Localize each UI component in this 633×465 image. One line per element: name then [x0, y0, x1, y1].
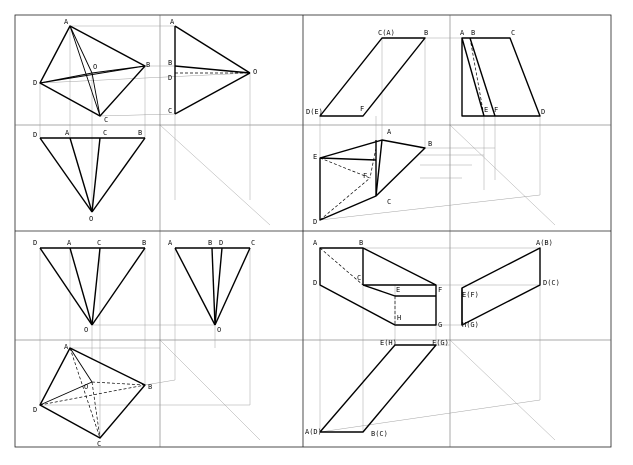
- label-ef-side: E(F): [462, 291, 479, 299]
- label-c-front: C: [103, 129, 107, 137]
- label-o-front: O: [84, 326, 88, 334]
- label-a-side: A: [170, 18, 175, 26]
- label-o-side: O: [217, 326, 221, 334]
- label-b-front: B: [138, 129, 142, 137]
- label-d-front: D: [33, 131, 37, 139]
- label-f-front: F: [360, 105, 364, 113]
- label-b-side: B: [208, 239, 212, 247]
- label-de-front: D(E): [306, 108, 323, 116]
- label-a-side: A: [168, 239, 173, 247]
- label-c-side: C: [511, 29, 515, 37]
- label-hg-side: H(G): [462, 321, 479, 329]
- label-d-top: D: [33, 406, 37, 414]
- panel-1: A A O B B D D O C C D A C B O: [15, 15, 303, 231]
- label-d-top: D: [313, 218, 317, 226]
- label-e-top: E: [313, 153, 317, 161]
- label-a-front: A: [313, 239, 318, 247]
- label-o-top: O: [93, 63, 97, 71]
- label-ad-top: A(D): [305, 428, 322, 436]
- label-c-side: C: [251, 239, 255, 247]
- label-b-front: B: [359, 239, 363, 247]
- label-c-top: C: [97, 440, 101, 448]
- label-c-front: C: [357, 274, 361, 282]
- label-b-top: B: [146, 61, 150, 69]
- label-b-front: B: [424, 29, 428, 37]
- label-eh-top: E(H): [380, 339, 397, 347]
- label-a-front: A: [67, 239, 72, 247]
- label-f-front: F: [438, 286, 442, 294]
- label-b-top: B: [148, 383, 152, 391]
- label-ab-side: A(B): [536, 239, 553, 247]
- panel-2: C(A) B A B C D(E) F E F D A B E F C D: [303, 15, 611, 231]
- label-c-top: C: [104, 116, 108, 124]
- label-o-side: O: [253, 68, 257, 76]
- label-a-side: A: [460, 29, 465, 37]
- label-dc-side: D(C): [543, 279, 560, 287]
- label-d-top: D: [33, 79, 37, 87]
- label-e-side: E: [484, 106, 488, 114]
- label-fg-top: F(G): [432, 339, 449, 347]
- label-h-front: H: [397, 314, 401, 322]
- label-a-top: A: [387, 128, 392, 136]
- label-d-front: D: [33, 239, 37, 247]
- sheet-frame: [14, 14, 612, 448]
- label-o-top: O: [84, 383, 88, 391]
- label-d-front: D: [313, 279, 317, 287]
- label-d-side: D: [168, 74, 172, 82]
- label-c-top: C: [387, 198, 391, 206]
- label-f-side: F: [494, 106, 498, 114]
- label-a-front: A: [65, 129, 70, 137]
- label-g-front: G: [438, 321, 442, 329]
- label-b-side: B: [471, 29, 475, 37]
- label-o-front: O: [89, 215, 93, 223]
- label-b-front: B: [142, 239, 146, 247]
- label-b-side: B: [168, 59, 172, 67]
- panel-4: A B A(B) D C D(C) E F E(F) H G H(G) E(H)…: [303, 231, 611, 447]
- label-a-top: A: [64, 343, 69, 351]
- label-d-side: D: [541, 108, 545, 116]
- label-bc-top: B(C): [371, 430, 388, 438]
- label-b-top: B: [428, 140, 432, 148]
- label-ca-front: C(A): [378, 29, 395, 37]
- label-c-front: C: [97, 239, 101, 247]
- label-d-side: D: [219, 239, 223, 247]
- panel-3: D A C B A B D C O O A O B D C: [15, 231, 303, 448]
- label-c-side: C: [168, 107, 172, 115]
- label-e-front: E: [396, 286, 400, 294]
- label-f-top: F: [363, 172, 367, 180]
- label-a-top: A: [64, 18, 69, 26]
